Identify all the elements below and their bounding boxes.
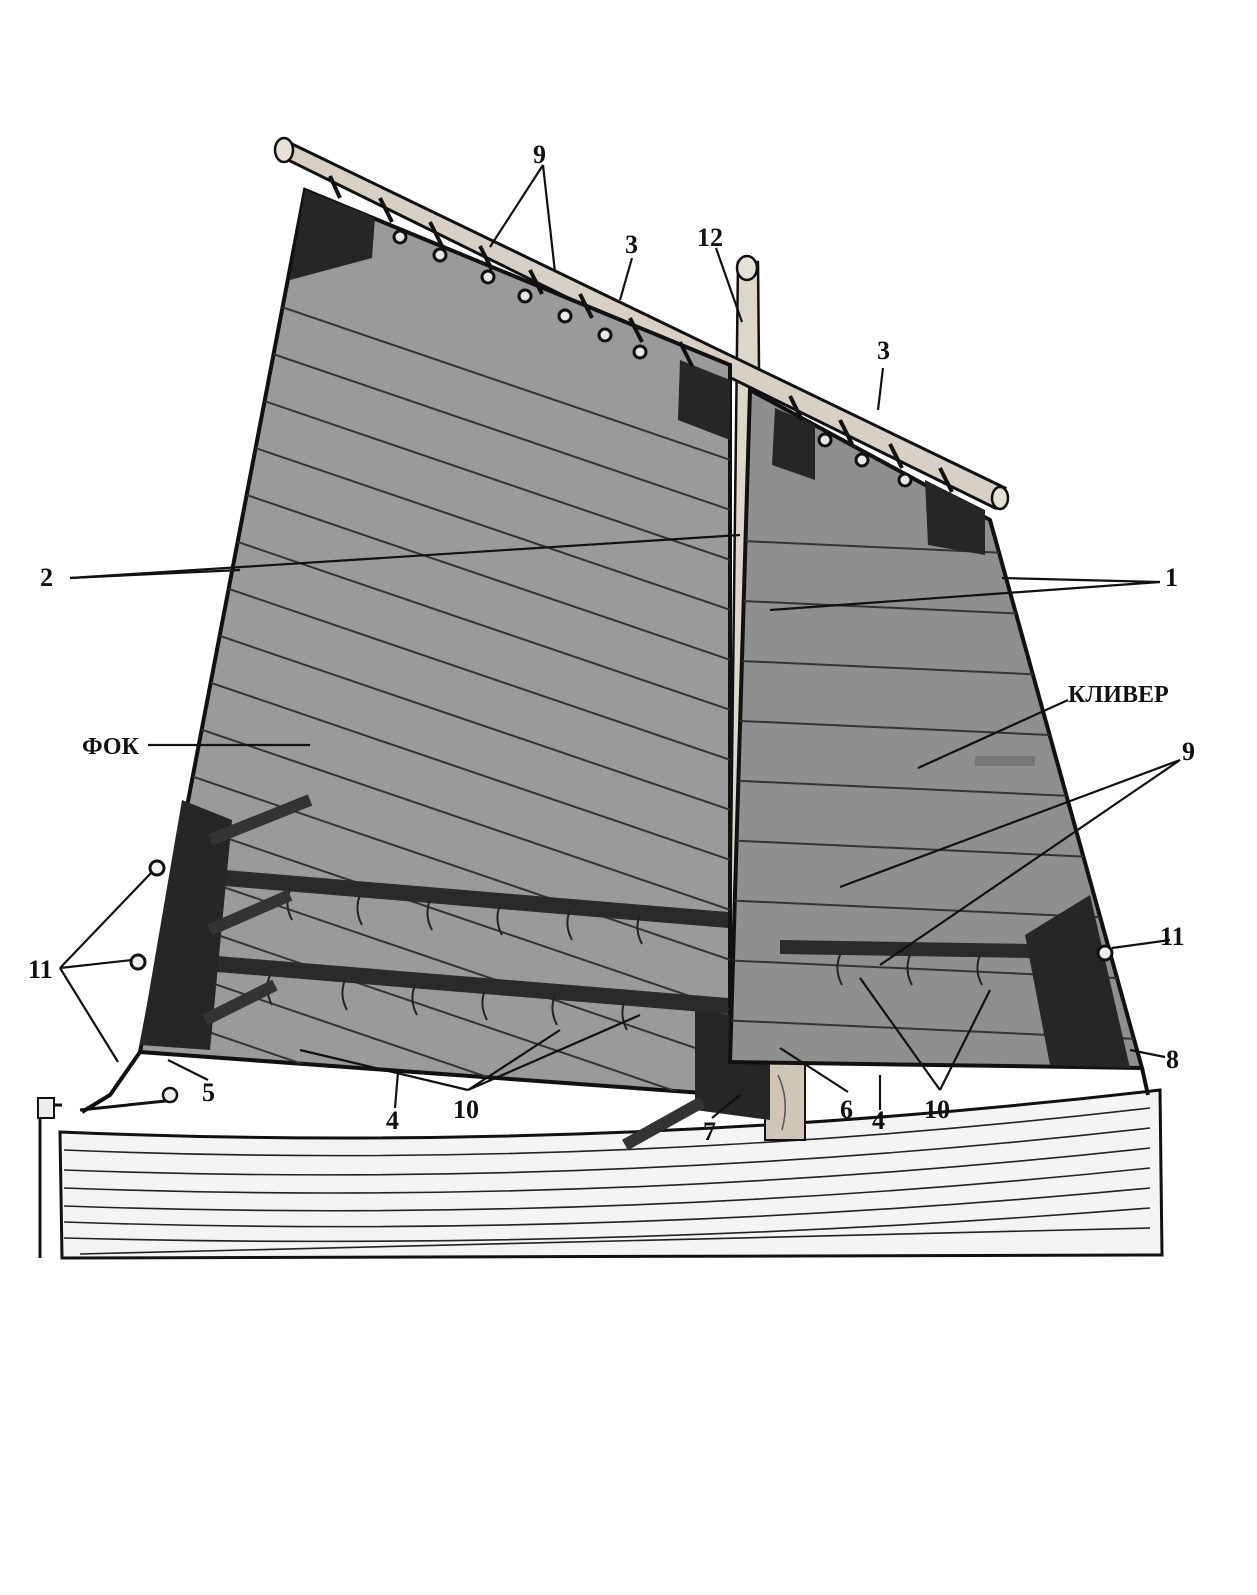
label-8: 8 — [1166, 1045, 1179, 1074]
robands — [328, 175, 954, 493]
label-9-top: 9 — [533, 140, 546, 169]
label-11-right: 11 — [1160, 922, 1185, 951]
label-4-right: 4 — [872, 1106, 885, 1135]
yard-spar — [273, 136, 1010, 511]
kliver-sail — [727, 386, 1145, 1071]
head-grommets — [392, 229, 913, 488]
label-6: 6 — [840, 1095, 853, 1124]
tack-fittings — [79, 1050, 1150, 1114]
boat-hull — [37, 1088, 1164, 1260]
label-2: 2 — [40, 563, 53, 592]
label-3-left: 3 — [625, 230, 638, 259]
label-kliver: КЛИВЕР — [1068, 682, 1169, 708]
label-1: 1 — [1165, 563, 1178, 592]
label-4-left: 4 — [386, 1106, 399, 1135]
label-11-left: 11 — [28, 955, 53, 984]
label-fok: ФОК — [82, 734, 140, 760]
label-10-left: 10 — [453, 1095, 479, 1124]
label-5: 5 — [202, 1078, 215, 1107]
label-10-right: 10 — [924, 1095, 950, 1124]
fok-sail — [137, 187, 841, 1151]
label-12: 12 — [697, 223, 723, 252]
label-9-right: 9 — [1182, 737, 1195, 766]
label-7: 7 — [703, 1117, 716, 1146]
label-3-right: 3 — [877, 336, 890, 365]
cringles — [129, 859, 1114, 971]
leader-lines — [59, 164, 1181, 1119]
